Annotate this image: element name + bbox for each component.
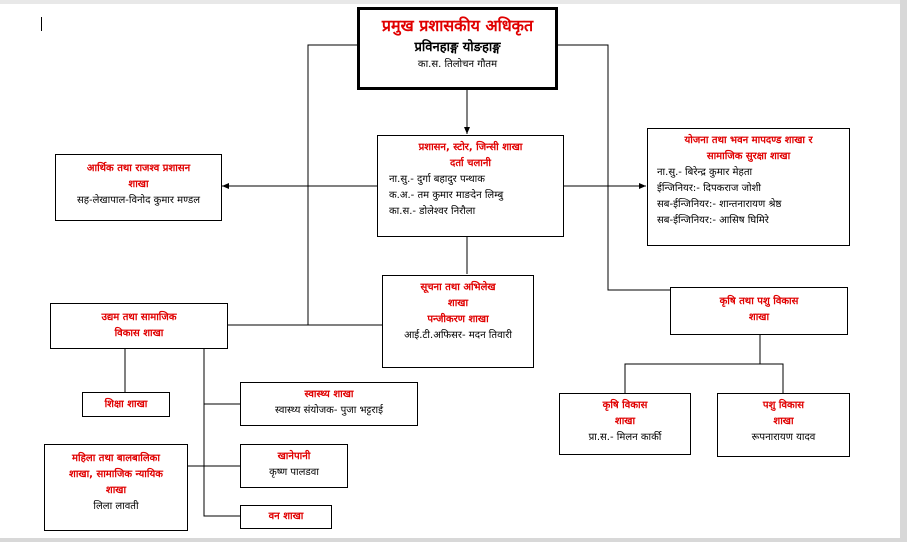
admin-staff-3: का.स.- डोलेश्वर निरौला (389, 206, 476, 217)
agri-livestock-title-1: कृषि तथा पशु विकास (719, 296, 799, 307)
info-title-1: सूचना तथा अभिलेख (420, 282, 496, 293)
admin-staff-2: क.अ.- तम कुमार माङदेन लिम्बु (389, 190, 504, 201)
health-staff: स्वास्थ्य संयोजक- पुजा भट्टराई (275, 405, 383, 416)
water-staff: कृष्ण पालडवा (269, 467, 319, 478)
finance-staff: सह-लेखापाल-विनोद कुमार मण्डल (76, 195, 201, 206)
livestock-title-2: शाखा (773, 416, 794, 427)
forest-branch-box: वन शाखा (240, 505, 332, 529)
info-title-2: शाखा (447, 298, 469, 309)
water-supply-branch-box: खानेपानी कृष्ण पालडवा (240, 444, 348, 488)
women-title-2: शाखा, सामाजिक न्यायिक (69, 469, 163, 480)
agri-livestock-title-2: शाखा (748, 312, 770, 323)
livestock-staff: रूपनारायण यादव (751, 432, 816, 443)
enterprise-title-1: उद्यम तथा सामाजिक (101, 312, 177, 323)
admin-branch-box: प्रशासन, स्टोर, जिन्सी शाखा दर्ता चलानी … (377, 135, 564, 237)
finance-title-1: आर्थिक तथा राजश्व प्रशासन (86, 163, 191, 174)
women-staff: लिला लावती (93, 501, 139, 512)
chief-sub: का.स. तिलोचन गौतम (417, 59, 498, 70)
admin-title-1: प्रशासन, स्टोर, जिन्सी शाखा (418, 142, 523, 153)
window-top-edge (0, 0, 907, 4)
finance-title-2: शाखा (128, 179, 149, 190)
admin-staff-1: ना.सु.- दुर्गा बहादुर पन्थाक (389, 174, 485, 185)
livestock-title-1: पशु विकास (762, 400, 805, 411)
livestock-dev-branch-box: पशु विकास शाखा रूपनारायण यादव (717, 393, 850, 457)
agri-staff: प्रा.स.- मिलन कार्की (588, 432, 662, 443)
line-branch-spine (203, 349, 240, 517)
chief-name: प्रविनहाङ्ग योङहाङ्ग (414, 40, 501, 55)
chief-title: प्रमुख प्रशासकीय अधिकृत (381, 16, 534, 35)
planning-staff-list: ना.सु.- बिरेन्द्र कुमार मेहता ईन्जिनियर:… (651, 165, 846, 229)
info-title-3: पन्जीकरण शाखा (427, 314, 489, 325)
planning-branch-box: योजना तथा भवन मापदण्ड शाखा र सामाजिक सुर… (647, 128, 850, 246)
planning-staff-1: ना.सु.- बिरेन्द्र कुमार मेहता (657, 167, 753, 178)
forest-title: वन शाखा (268, 511, 304, 522)
enterprise-title-2: विकास शाखा (114, 328, 164, 339)
window-bottom-edge (0, 538, 907, 542)
women-title-3: शाखा (105, 485, 127, 496)
text-cursor (41, 17, 42, 31)
health-branch-box: स्वास्थ्य शाखा स्वास्थ्य संयोजक- पुजा भट… (240, 382, 418, 426)
women-children-branch-box: महिला तथा बालबालिका शाखा, सामाजिक न्यायि… (44, 444, 188, 531)
health-title: स्वास्थ्य शाखा (304, 389, 354, 400)
chief-officer-box: प्रमुख प्रशासकीय अधिकृत प्रविनहाङ्ग योङह… (357, 7, 558, 90)
line-agri-bus (624, 363, 784, 393)
admin-staff-list: ना.सु.- दुर्गा बहादुर पन्थाक क.अ.- तम कु… (381, 172, 560, 220)
education-branch-box: शिक्षा शाखा (82, 392, 170, 417)
admin-title-2: दर्ता चलानी (450, 158, 491, 169)
water-title: खानेपानी (277, 451, 311, 462)
agri-title-2: शाखा (614, 416, 636, 427)
info-staff: आई.टी.अफिसर- मदन तिवारी (404, 330, 512, 341)
window-right-scroll-edge (900, 0, 907, 542)
agri-livestock-branch-box: कृषि तथा पशु विकास शाखा (670, 287, 848, 335)
planning-staff-3: सब-ईन्जिनियर:- शान्तनारायण श्रेष्ठ (657, 199, 782, 210)
planning-title-2: सामाजिक सुरक्षा शाखा (706, 151, 791, 162)
planning-staff-4: सब-ईन्जिनियर:- आसिष घिमिरे (657, 215, 769, 226)
agri-dev-branch-box: कृषि विकास शाखा प्रा.स.- मिलन कार्की (559, 393, 691, 455)
education-title: शिक्षा शाखा (104, 399, 148, 410)
finance-branch-box: आर्थिक तथा राजश्व प्रशासन शाखा सह-लेखापा… (55, 154, 222, 221)
line-chief-left-trunk (228, 44, 357, 326)
planning-staff-2: ईन्जिनियर:- दिपकराज जोशी (657, 183, 762, 194)
enterprise-branch-box: उद्यम तथा सामाजिक विकास शाखा (50, 303, 228, 349)
planning-title-1: योजना तथा भवन मापदण्ड शाखा र (684, 135, 813, 146)
agri-title-1: कृषि विकास (602, 400, 648, 411)
info-branch-box: सूचना तथा अभिलेख शाखा पन्जीकरण शाखा आई.ट… (382, 275, 534, 368)
women-title-1: महिला तथा बालबालिका (72, 453, 160, 464)
